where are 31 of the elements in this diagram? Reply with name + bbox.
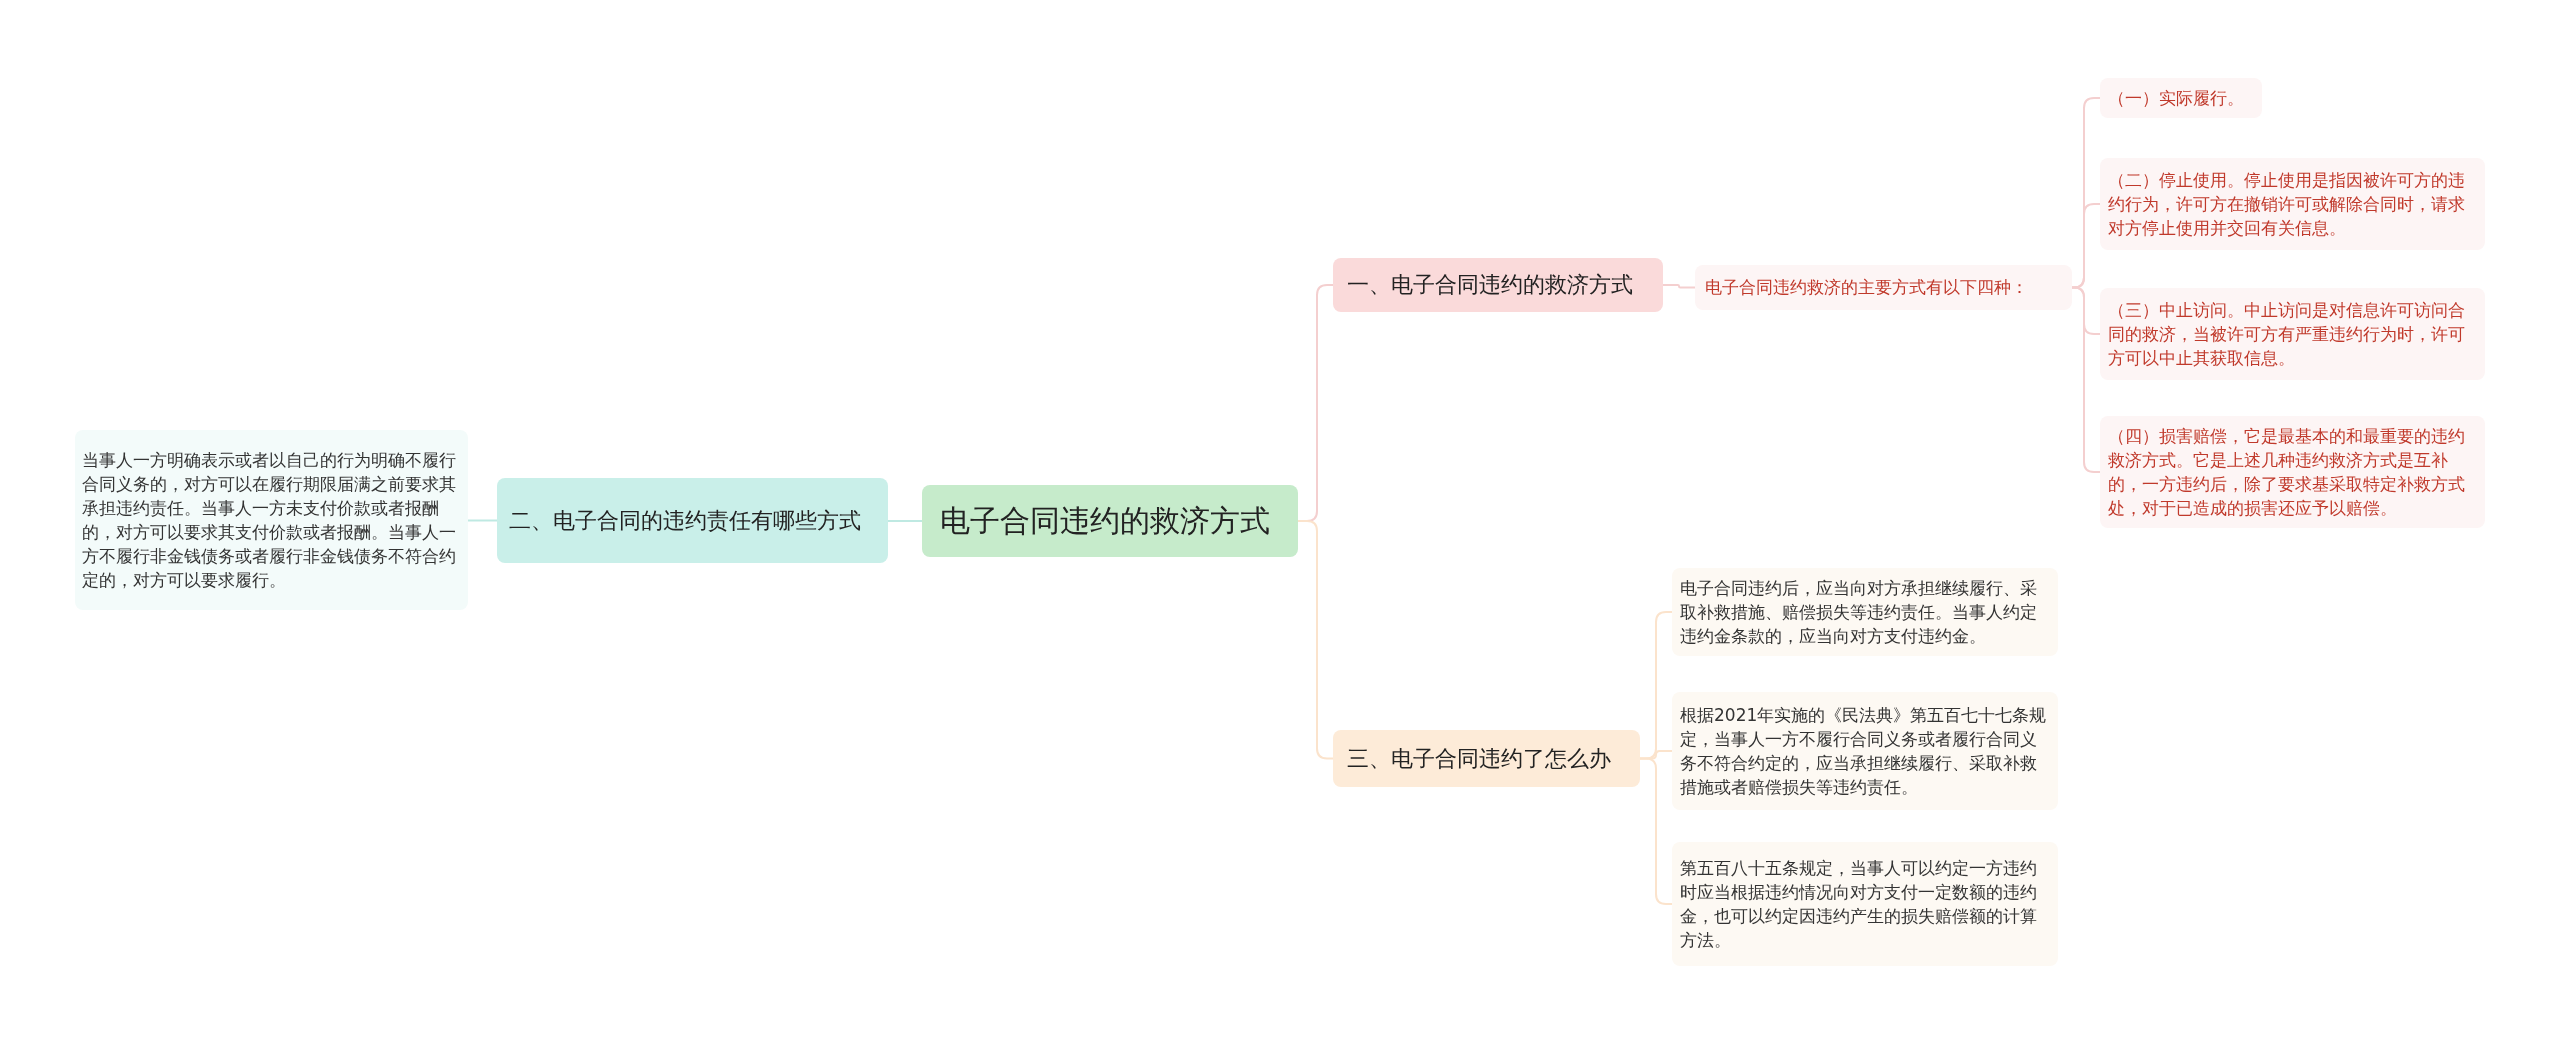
detail-box <box>1672 568 2058 656</box>
subtopic-box <box>1695 265 2072 310</box>
topic-text: 电子合同违约救济的主要方式有以下四种： <box>1705 276 2028 300</box>
detail-box <box>75 430 468 610</box>
topic-text: 电子合同违约后，应当向对方承担继续履行、采取补救措施、赔偿损失等违约责任。当事人约定违约金条款的，应当向对方支付违约金。 <box>1680 576 2038 649</box>
connector-line <box>467 519 498 522</box>
branch-topic <box>1333 730 1640 787</box>
branch-topic <box>1333 258 1663 312</box>
topic-text: （四）损害赔偿，它是最基本的和最重要的违约救济方式。它是上述几种违约救济方式是互补的，一方违约后，除了要求基采取特定补救方式处，对于已造成的损害还应予以赔偿。 <box>2108 424 2466 521</box>
connector-line <box>887 520 923 522</box>
branch-topic <box>497 478 888 563</box>
connector-line <box>1662 284 1696 289</box>
central-topic <box>922 485 1298 557</box>
detail-box <box>2100 158 2485 250</box>
topic-text: （三）中止访问。中止访问是对信息许可访问合同的救济，当被许可方有严重违约行为时，许可方可以中止其获取信息。 <box>2108 298 2466 371</box>
detail-box <box>2100 78 2262 118</box>
connector-line <box>2071 286 2101 473</box>
topic-text: 一、电子合同违约的救济方式 <box>1347 271 1633 299</box>
detail-box <box>2100 288 2485 380</box>
topic-text: 第五百八十五条规定，当事人可以约定一方违约时应当根据违约情况向对方支付一定数额的违约金，也可以约定因违约产生的损失赔偿额的计算方法。 <box>1680 856 2038 953</box>
detail-box <box>1672 842 2058 966</box>
connector-line <box>2071 203 2101 289</box>
topic-text: 三、电子合同违约了怎么办 <box>1347 744 1611 773</box>
topic-text: 根据2021年实施的《民法典》第五百七十七条规定，当事人一方不履行合同义务或者履行合同义务不符合约定的，应当承担继续履行、采取补救措施或者赔偿损失等违约责任。 <box>1680 703 2048 800</box>
topic-text: 二、电子合同的违约责任有哪些方式 <box>509 506 861 535</box>
topic-text: （一）实际履行。 <box>2108 86 2244 110</box>
detail-box <box>2100 416 2485 528</box>
topic-text: 当事人一方明确表示或者以自己的行为明确不履行合同义务的，对方可以在履行期限届满之前要求其承担违约责任。当事人一方未支付价款或者报酬的，对方可以要求其支付价款或者报酬。当事人一方不履行非金钱债务或者履行非金钱债务不符合约定的，对方可以要求履行。 <box>82 448 457 593</box>
detail-box <box>1672 692 2058 810</box>
topic-text: 电子合同违约的救济方式 <box>940 502 1270 540</box>
topic-text: （二）停止使用。停止使用是指因被许可方的违约行为，许可方在撤销许可或解除合同时，请求对方停止使用并交回有关信息。 <box>2108 168 2466 241</box>
